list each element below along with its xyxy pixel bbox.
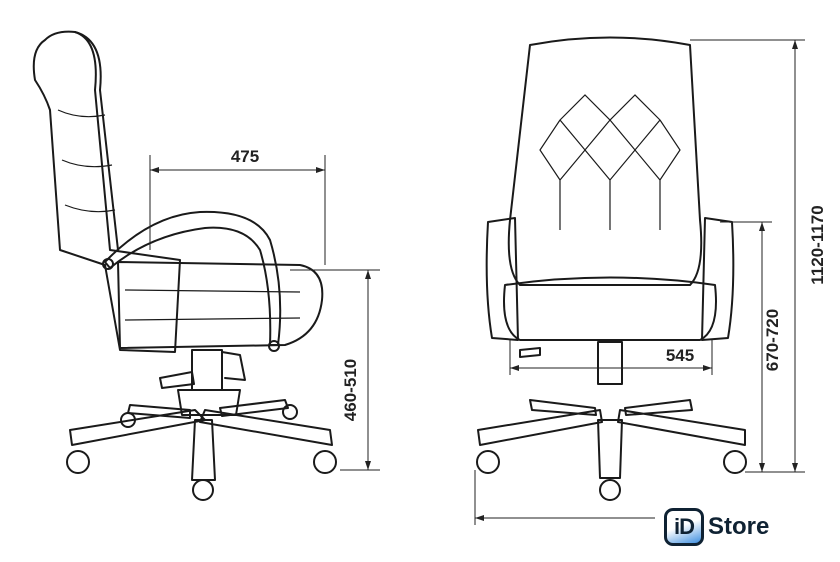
side-view-chair (32, 30, 337, 501)
logo-mark: iD (664, 508, 704, 546)
dim-base-width (474, 470, 655, 525)
seat-width-label: 545 (666, 346, 694, 365)
dim-seat-width: 545 (509, 340, 713, 375)
dim-armrest-height: 670-720 (720, 221, 782, 473)
dim-seat-height: 460-510 (290, 269, 380, 471)
idstore-logo: iD Store (664, 508, 769, 546)
armrest-height-label: 670-720 (763, 309, 782, 371)
front-view-chair (476, 36, 747, 501)
dim-seat-depth: 475 (149, 147, 326, 265)
seat-depth-label: 475 (231, 147, 259, 166)
seat-height-label: 460-510 (341, 359, 360, 421)
dim-total-height: 1120-1170 (690, 39, 827, 473)
total-height-label: 1120-1170 (808, 205, 827, 284)
logo-text: Store (708, 513, 770, 540)
